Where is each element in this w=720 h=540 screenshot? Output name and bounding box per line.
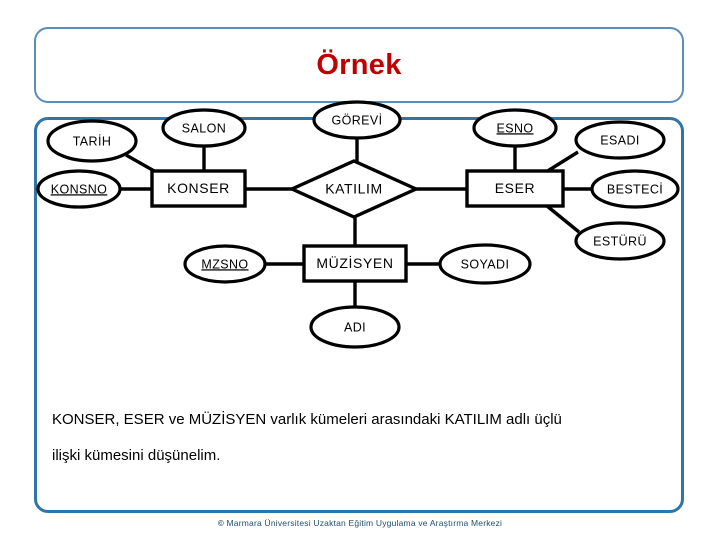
- attribute-label: TARİH: [73, 134, 112, 148]
- attribute-label-key: MZSNO: [201, 257, 248, 271]
- attribute-ellipse: [309, 305, 401, 349]
- attribute-label: SOYADI: [461, 257, 510, 271]
- attribute-mzsno[interactable]: MZSNO: [183, 244, 267, 284]
- relationship-label: KATILIM: [325, 181, 383, 197]
- page-title: Örnek: [316, 48, 402, 81]
- attribute-label: BESTECİ: [607, 182, 663, 196]
- connector-tarih-konser: [125, 153, 157, 174]
- entity-eser[interactable]: ESER: [465, 169, 565, 208]
- attribute-ellipse: [574, 221, 666, 261]
- attribute-esturu[interactable]: ESTÜRÜ: [574, 221, 666, 261]
- attribute-konsno[interactable]: KONSNO: [36, 169, 122, 209]
- attribute-label: ESADI: [600, 133, 640, 147]
- attribute-label: ADI: [344, 320, 366, 334]
- entity-konser[interactable]: KONSER: [150, 169, 247, 208]
- attribute-ellipse: [590, 169, 680, 209]
- connector-esadi-eser: [545, 150, 579, 174]
- attribute-ellipse: [161, 108, 247, 148]
- attribute-esadi[interactable]: ESADI: [574, 120, 666, 160]
- attribute-label: SALON: [182, 121, 226, 135]
- body-line-1: KONSER, ESER ve MÜZİSYEN varlık kümeleri…: [52, 411, 562, 428]
- attribute-ellipse: [312, 100, 402, 140]
- attribute-ellipse: [36, 169, 122, 209]
- entity-muzisyen[interactable]: MÜZİSYEN: [302, 244, 408, 283]
- attribute-ellipse: [183, 244, 267, 284]
- attribute-ellipse: [438, 243, 532, 285]
- entity-box: [302, 244, 408, 283]
- attribute-salon[interactable]: SALON: [161, 108, 247, 148]
- attribute-esno[interactable]: ESNO: [472, 108, 558, 148]
- footer: © Marmara Üniversitesi Uzaktan Eğitim Uy…: [0, 518, 720, 528]
- attribute-tarih[interactable]: TARİH: [46, 119, 138, 163]
- relationship-katilim[interactable]: KATILIM: [287, 159, 421, 219]
- diamond-shape: [287, 159, 421, 219]
- entity-box: [150, 169, 247, 208]
- attribute-ellipse: [472, 108, 558, 148]
- attribute-adi[interactable]: ADI: [309, 305, 401, 349]
- attribute-soyadi[interactable]: SOYADI: [438, 243, 532, 285]
- attribute-label-key: ESNO: [496, 121, 533, 135]
- attribute-label: ESTÜRÜ: [593, 234, 647, 248]
- body-paragraph[interactable]: KONSER, ESER ve MÜZİSYEN varlık kümeleri…: [52, 402, 666, 474]
- entity-box: [465, 169, 565, 208]
- attribute-besteci[interactable]: BESTECİ: [590, 169, 680, 209]
- entity-label: KONSER: [167, 180, 230, 196]
- attribute-label-key: KONSNO: [51, 182, 108, 196]
- connector-lines: [120, 138, 592, 308]
- copyright-icon: ©: [217, 519, 224, 528]
- attribute-gorevi[interactable]: GÖREVİ: [312, 100, 402, 140]
- attribute-ellipse: [46, 119, 138, 163]
- title-placeholder[interactable]: Örnek: [34, 27, 684, 103]
- entity-label: ESER: [495, 180, 536, 196]
- attribute-ellipse: [574, 120, 666, 160]
- attribute-label: GÖREVİ: [331, 113, 382, 127]
- connector-esturu-eser: [545, 204, 581, 234]
- body-line-2: ilişki kümesini düşünelim.: [52, 447, 221, 464]
- entity-label: MÜZİSYEN: [316, 254, 393, 271]
- footer-text: Marmara Üniversitesi Uzaktan Eğitim Uygu…: [226, 518, 503, 528]
